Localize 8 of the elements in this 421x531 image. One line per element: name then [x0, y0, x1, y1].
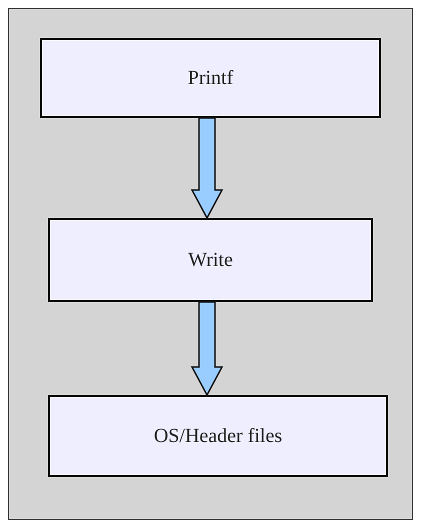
box-label: Printf [188, 66, 234, 91]
box-label: OS/Header files [154, 424, 282, 449]
box-label: Write [188, 248, 233, 273]
process-box [40, 38, 381, 118]
block-arrow [190, 301, 224, 397]
process-box [48, 395, 388, 477]
block-arrow [190, 117, 224, 220]
process-box [48, 218, 373, 302]
